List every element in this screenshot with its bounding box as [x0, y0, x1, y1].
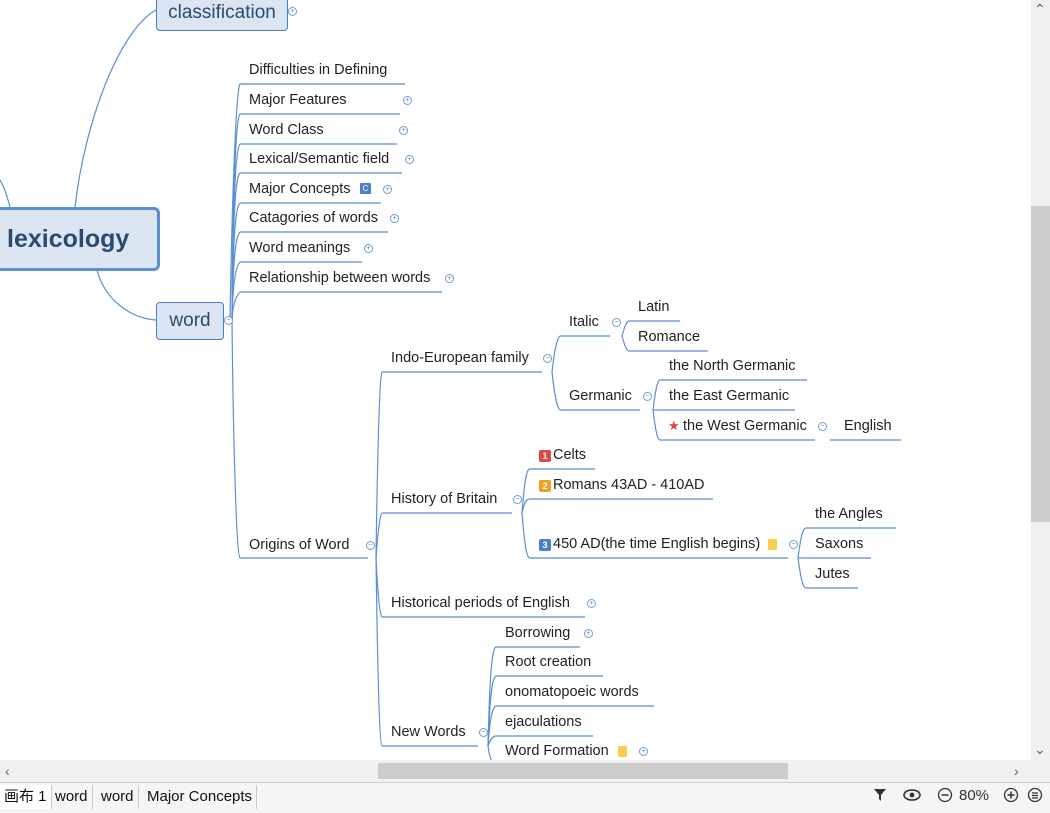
expand-borrowing-icon[interactable]: +: [584, 629, 593, 638]
filter-icon[interactable]: [872, 787, 888, 808]
node-word-meanings[interactable]: Word meanings: [249, 240, 351, 256]
node-angles[interactable]: the Angles: [815, 506, 883, 522]
expand-historical-periods-icon[interactable]: +: [587, 599, 596, 608]
collapse-origins-icon[interactable]: −: [366, 541, 375, 550]
zoom-out-icon[interactable]: [937, 787, 953, 808]
node-borrowing[interactable]: Borrowing: [505, 625, 571, 641]
node-ejaculations[interactable]: ejaculations: [505, 714, 582, 730]
sheet-tab-bar: [0, 782, 1050, 813]
scroll-up-icon[interactable]: ⌃: [1034, 1, 1046, 17]
note-icon[interactable]: [768, 539, 777, 550]
collapse-germanic-icon[interactable]: −: [643, 392, 652, 401]
priority-3-icon: 3: [539, 539, 551, 551]
collapse-indo-european-icon[interactable]: −: [543, 354, 552, 363]
expand-word-class-icon[interactable]: +: [399, 126, 408, 135]
node-east-germanic[interactable]: the East Germanic: [669, 388, 790, 404]
scroll-left-icon[interactable]: ‹: [5, 763, 10, 779]
star-marker-icon: ★: [668, 418, 680, 433]
scroll-down-icon[interactable]: ⌄: [1034, 741, 1046, 757]
node-major-concepts[interactable]: Major Concepts: [249, 181, 351, 197]
scroll-right-icon[interactable]: ›: [1014, 763, 1019, 779]
node-catagories[interactable]: Catagories of words: [249, 210, 378, 226]
node-root-creation[interactable]: Root creation: [505, 654, 592, 670]
expand-word-formation-icon[interactable]: +: [639, 747, 648, 756]
expand-major-concepts-icon[interactable]: +: [383, 185, 392, 194]
node-450ad[interactable]: 450 AD(the time English begins): [553, 536, 761, 552]
collapse-word-icon[interactable]: −: [224, 316, 233, 325]
expand-relationship-icon[interactable]: +: [445, 274, 454, 283]
expand-classification-icon[interactable]: +: [288, 7, 297, 16]
node-romans[interactable]: Romans 43AD - 410AD: [553, 477, 705, 493]
node-latin[interactable]: Latin: [638, 299, 670, 315]
scrollbar-corner: [1031, 760, 1050, 782]
node-onomatopoeic[interactable]: onomatopoeic words: [505, 684, 639, 700]
collapse-new-words-icon[interactable]: −: [479, 728, 488, 737]
mindmap-canvas[interactable]: classification + lexicology word − Diffi…: [0, 0, 1031, 760]
node-lexical-field[interactable]: Lexical/Semantic field: [249, 151, 390, 167]
node-west-germanic[interactable]: the West Germanic: [683, 418, 807, 434]
node-north-germanic[interactable]: the North Germanic: [669, 358, 796, 374]
node-germanic[interactable]: Germanic: [569, 388, 632, 404]
collapse-history-icon[interactable]: −: [513, 495, 522, 504]
topic-classification[interactable]: classification: [156, 0, 288, 31]
node-major-features[interactable]: Major Features: [249, 92, 347, 108]
horizontal-scroll-thumb[interactable]: [378, 763, 788, 779]
node-difficulties[interactable]: Difficulties in Defining: [249, 62, 388, 78]
topic-word[interactable]: word: [156, 302, 224, 340]
node-word-class[interactable]: Word Class: [249, 122, 324, 138]
central-topic-lexicology[interactable]: lexicology: [0, 207, 160, 271]
node-origins-of-word[interactable]: Origins of Word: [249, 537, 350, 553]
node-jutes[interactable]: Jutes: [815, 566, 850, 582]
node-relationship[interactable]: Relationship between words: [249, 270, 431, 286]
tab-canvas-1[interactable]: 画布 1: [0, 785, 52, 809]
node-history-of-britain[interactable]: History of Britain: [391, 491, 498, 507]
zoom-level[interactable]: 80%: [959, 787, 990, 804]
collapse-italic-icon[interactable]: −: [612, 318, 621, 327]
expand-lexical-field-icon[interactable]: +: [405, 155, 414, 164]
node-romance[interactable]: Romance: [638, 329, 701, 345]
expand-catagories-icon[interactable]: +: [390, 214, 399, 223]
node-celts[interactable]: Celts: [553, 447, 587, 463]
collapse-west-germanic-icon[interactable]: −: [818, 422, 827, 431]
node-saxons[interactable]: Saxons: [815, 536, 864, 552]
node-new-words[interactable]: New Words: [391, 724, 466, 740]
priority-1-icon: 1: [539, 450, 551, 462]
node-word-formation[interactable]: Word Formation: [505, 743, 609, 759]
tab-word-1[interactable]: word: [51, 785, 93, 809]
node-indo-european[interactable]: Indo-European family: [391, 350, 529, 366]
collapse-450ad-icon[interactable]: −: [789, 540, 798, 549]
zoom-in-icon[interactable]: [1003, 787, 1019, 808]
node-italic[interactable]: Italic: [569, 314, 599, 330]
priority-2-icon: 2: [539, 480, 551, 492]
connector-lines: [0, 9, 901, 760]
vertical-scroll-thumb[interactable]: [1031, 206, 1050, 522]
node-historical-periods[interactable]: Historical periods of English: [391, 595, 570, 611]
note-icon[interactable]: [618, 746, 627, 757]
eye-icon[interactable]: [903, 787, 921, 808]
expand-word-meanings-icon[interactable]: +: [364, 244, 373, 253]
node-english[interactable]: English: [844, 418, 892, 434]
expand-major-features-icon[interactable]: +: [403, 96, 412, 105]
menu-icon[interactable]: [1027, 787, 1043, 808]
hyperlink-icon[interactable]: C: [360, 183, 371, 194]
central-topic-label: lexicology: [7, 225, 130, 253]
tab-major-concepts[interactable]: Major Concepts: [143, 785, 258, 809]
tab-word-2[interactable]: word: [97, 785, 139, 809]
